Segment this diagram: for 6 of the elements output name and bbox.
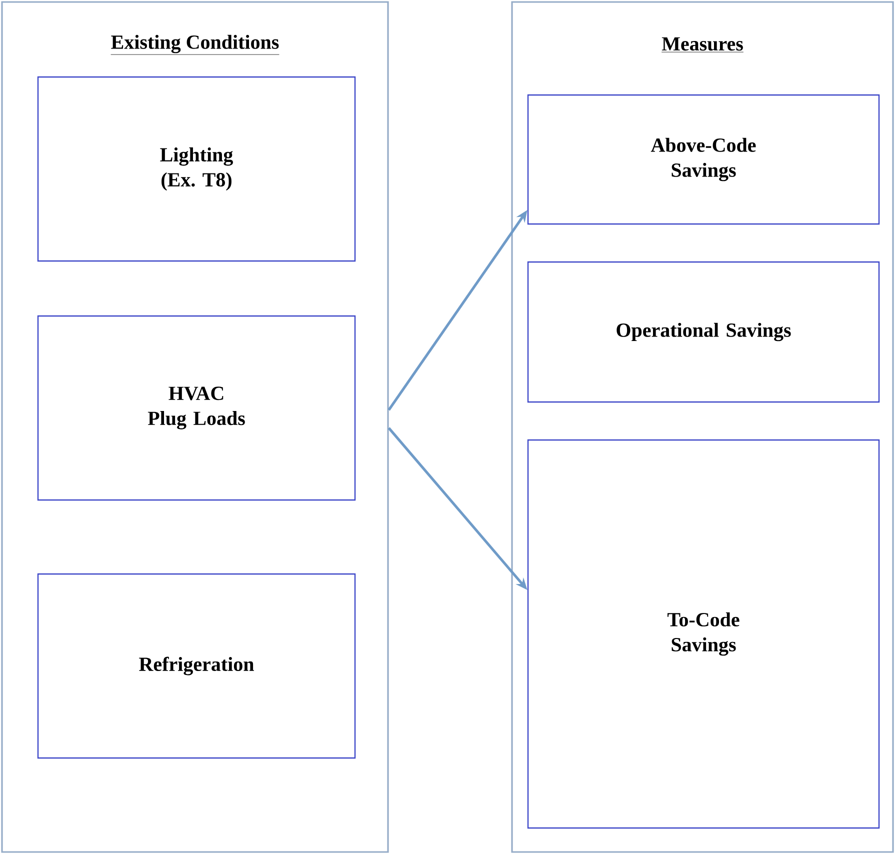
- text-box: Operational Savings: [527, 261, 880, 403]
- text-box: To-Code Savings: [527, 439, 880, 829]
- text-box: Above-Code Savings: [527, 94, 880, 225]
- text-box: Lighting (Ex. T8): [37, 76, 356, 262]
- text-box: Refrigeration: [37, 573, 356, 759]
- text-box: HVAC Plug Loads: [37, 315, 356, 501]
